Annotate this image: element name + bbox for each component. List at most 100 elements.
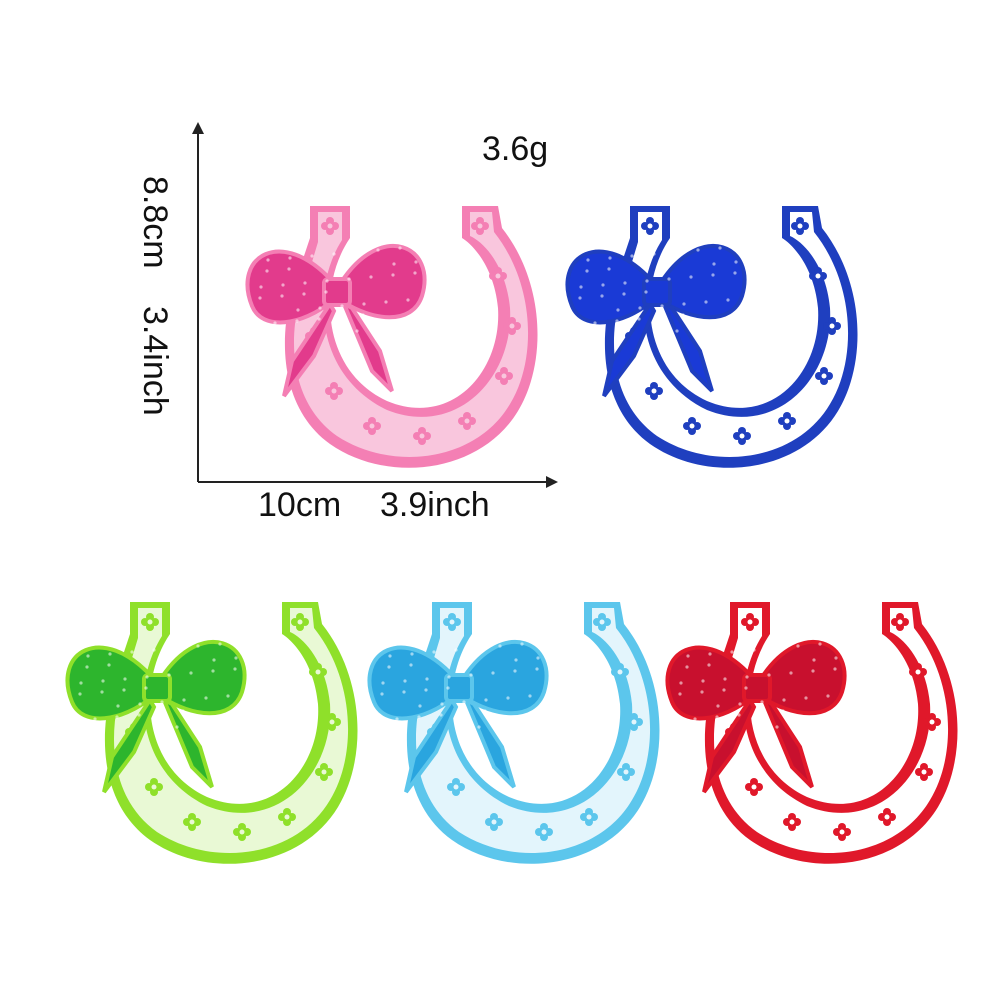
flower-motif — [489, 267, 507, 285]
sequin-sparkle — [123, 677, 127, 681]
sequin-sparkle — [774, 646, 778, 650]
sequin-sparkle — [219, 721, 223, 725]
flower-motif — [321, 217, 339, 235]
sequin-sparkle — [446, 686, 450, 690]
flower-motif — [413, 427, 431, 445]
sequin-sparkle — [361, 313, 365, 317]
sequin-sparkle — [726, 298, 730, 302]
flower-motif — [458, 412, 476, 430]
sequin-sparkle — [579, 285, 583, 289]
flower-motif — [315, 763, 333, 781]
sequin-sparkle — [674, 250, 678, 254]
sequin-sparkle — [678, 692, 682, 696]
flower-motif — [891, 613, 909, 631]
arrow-right-icon — [546, 476, 558, 488]
sequin-sparkle — [455, 727, 459, 731]
sequin-sparkle — [340, 304, 344, 308]
sequin-sparkle — [218, 642, 222, 646]
sequin-sparkle — [273, 321, 277, 325]
sequin-sparkle — [719, 325, 723, 329]
sequin-sparkle — [116, 704, 120, 708]
sequin-sparkle — [159, 711, 163, 715]
sequin-sparkle — [630, 254, 634, 258]
sequin-sparkle — [797, 723, 801, 727]
flower-motif — [878, 808, 896, 826]
sequin-sparkle — [86, 654, 90, 658]
flower-motif — [278, 808, 296, 826]
sequin-sparkle — [685, 665, 689, 669]
sequin-sparkle — [295, 319, 299, 323]
sequin-sparkle — [265, 269, 269, 273]
sequin-sparkle — [601, 283, 605, 287]
sequin-sparkle — [439, 713, 443, 717]
sequin-sparkle — [454, 648, 458, 652]
sequin-sparkle — [697, 327, 701, 331]
sequin-sparkle — [644, 290, 648, 294]
sequin-sparkle — [637, 317, 641, 321]
flower-motif — [909, 663, 927, 681]
sequin-sparkle — [424, 688, 428, 692]
sequin-sparkle — [398, 246, 402, 250]
sequin-sparkle — [571, 323, 575, 327]
flower-motif — [923, 713, 941, 731]
sequin-sparkle — [347, 277, 351, 281]
horseshoe-inner — [613, 212, 849, 458]
sequin-sparkle — [708, 652, 712, 656]
sequin-sparkle — [653, 331, 657, 335]
flower-motif — [915, 763, 933, 781]
sequin-sparkle — [679, 681, 683, 685]
sequin-sparkle — [197, 723, 201, 727]
sequin-sparkle — [781, 709, 785, 713]
sequin-sparkle — [355, 329, 359, 333]
sequin-sparkle — [782, 698, 786, 702]
sequin-sparkle — [730, 650, 734, 654]
flower-motif — [791, 217, 809, 235]
sequin-sparkle — [174, 646, 178, 650]
sequin-sparkle — [667, 277, 671, 281]
sequin-sparkle — [811, 669, 815, 673]
sequin-sparkle — [738, 702, 742, 706]
horseshoe-inner — [415, 608, 651, 854]
sequin-sparkle — [616, 308, 620, 312]
flower-motif — [363, 417, 381, 435]
sequin-sparkle — [760, 700, 764, 704]
sequin-bow — [65, 639, 247, 794]
width-inch-label: 3.9inch — [380, 486, 490, 524]
sequin-sparkle — [395, 717, 399, 721]
sequin-sparkle — [296, 308, 300, 312]
sequin-sparkle — [521, 721, 525, 725]
sequin-sparkle — [417, 715, 421, 719]
flower-motif — [809, 267, 827, 285]
sequin-sparkle — [281, 283, 285, 287]
sequin-sparkle — [718, 246, 722, 250]
sequin-sparkle — [733, 271, 737, 275]
sequin-sparkle — [789, 671, 793, 675]
flower-motif — [683, 417, 701, 435]
sequin-sparkle — [744, 686, 748, 690]
sequin-sparkle — [600, 294, 604, 298]
sequin-sparkle — [623, 281, 627, 285]
flower-motif — [617, 763, 635, 781]
flower-motif — [233, 823, 251, 841]
sequin-sparkle — [234, 656, 238, 660]
sequin-sparkle — [712, 262, 716, 266]
sequin-sparkle — [251, 323, 255, 327]
flower-motif — [641, 217, 659, 235]
sequin-sparkle — [796, 644, 800, 648]
flower-motif — [141, 613, 159, 631]
flower-motif — [447, 778, 465, 796]
sequin-sparkle — [681, 313, 685, 317]
sequin-sparkle — [535, 667, 539, 671]
sequin-sparkle — [406, 298, 410, 302]
sequin-sparkle — [652, 252, 656, 256]
sequin-sparkle — [266, 258, 270, 262]
sequin-sparkle — [211, 669, 215, 673]
sequin-sparkle — [115, 715, 119, 719]
sequin-sparkle — [317, 317, 321, 321]
sequin-sparkle — [498, 644, 502, 648]
sequin-sparkle — [759, 711, 763, 715]
sequin-sparkle — [461, 711, 465, 715]
sequin-sparkle — [711, 273, 715, 277]
sequin-sparkle — [325, 279, 329, 283]
